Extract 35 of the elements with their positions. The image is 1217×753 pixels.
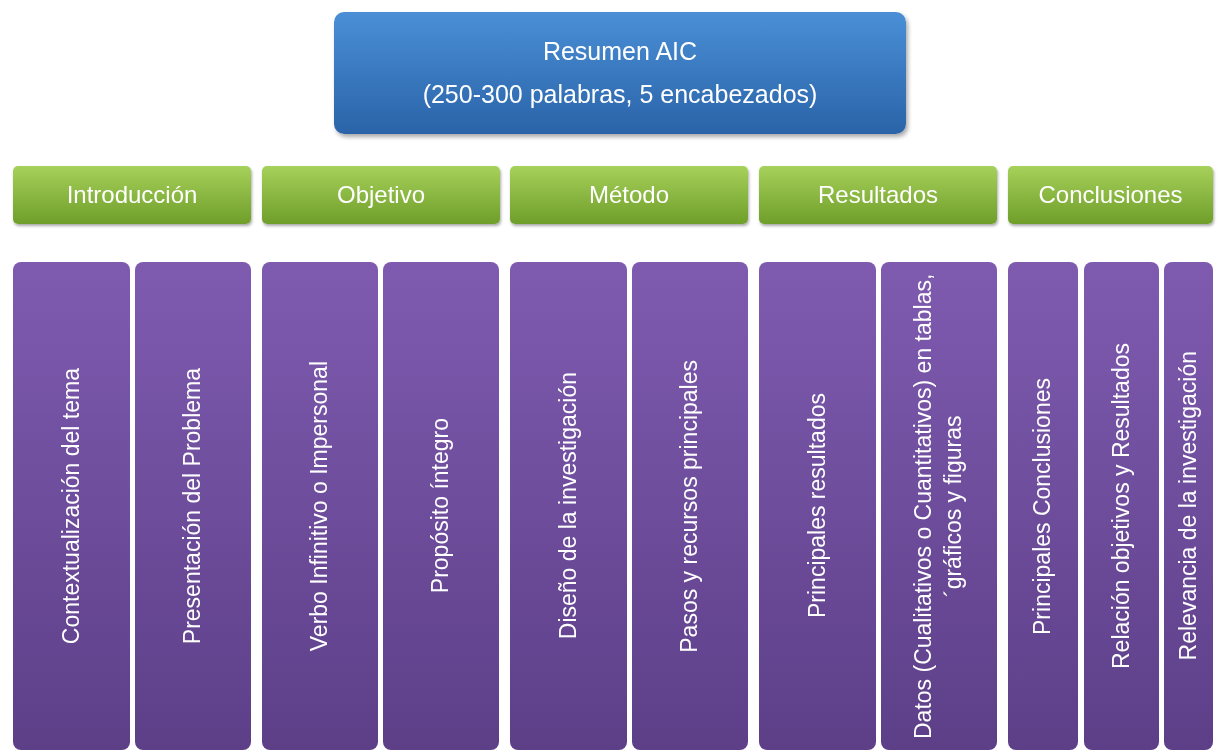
content-column xyxy=(1084,262,1159,750)
content-column xyxy=(262,262,378,750)
content-column xyxy=(881,262,997,750)
section-header-box xyxy=(759,166,997,224)
content-column xyxy=(383,262,499,750)
title-text: Resumen AIC xyxy=(542,37,698,66)
column-text: Contextualización del tema xyxy=(56,367,85,645)
content-column xyxy=(759,262,876,750)
header-text: Objetivo xyxy=(336,181,425,209)
column-text: Diseño de la investigación xyxy=(553,372,582,640)
header-text: Resultados xyxy=(817,181,939,209)
header-text: Método xyxy=(588,181,670,209)
header-text: Conclusiones xyxy=(1038,181,1183,209)
section-header-box xyxy=(262,166,500,224)
header-text: Introducción xyxy=(66,181,198,209)
column-text: Pasos y recursos principales xyxy=(675,359,704,653)
content-column xyxy=(135,262,251,750)
content-column xyxy=(1164,262,1213,750)
column-text: Datos (Cualitativos o Cuantitativos) en tablas, ´gráficos y figuras xyxy=(909,272,967,741)
column-text: Principales Conclusiones xyxy=(1028,377,1057,635)
column-text: Principales resultados xyxy=(802,393,831,619)
title-box xyxy=(334,12,906,134)
section-header-box xyxy=(1008,166,1213,224)
column-text: Presentación del Problema xyxy=(178,367,207,645)
content-column xyxy=(632,262,748,750)
section-header-box xyxy=(13,166,251,224)
column-text: Relación objetivos y Resultados xyxy=(1106,343,1135,669)
column-text: Propósito íntegro xyxy=(426,418,455,594)
content-column xyxy=(510,262,627,750)
column-text: Verbo Infinitivo o Impersonal xyxy=(305,360,334,652)
section-header-box xyxy=(510,166,748,224)
content-column xyxy=(1008,262,1078,750)
content-column xyxy=(13,262,130,750)
column-text: Relevancia de la investigación xyxy=(1173,351,1202,661)
subtitle-text: (250-300 palabras, 5 encabezados) xyxy=(422,80,818,109)
